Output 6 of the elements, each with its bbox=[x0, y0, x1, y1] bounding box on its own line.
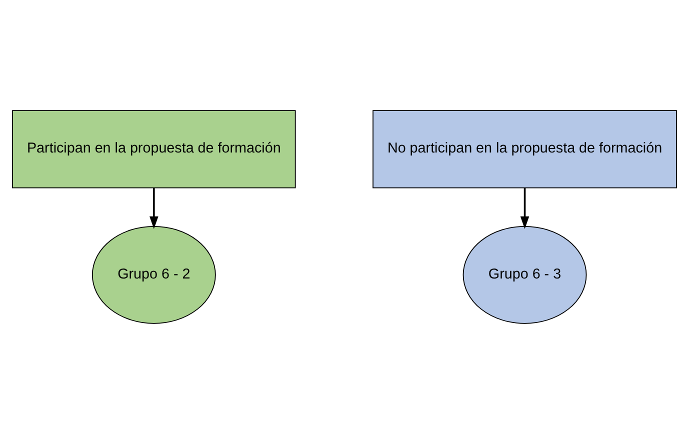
node-box: Participan en la propuesta de formación bbox=[12, 110, 296, 188]
arrow bbox=[520, 188, 530, 230]
node-ellipse: Grupo 6 - 3 bbox=[462, 226, 587, 324]
node-ellipse: Grupo 6 - 2 bbox=[92, 226, 216, 324]
node-box: No participan en la propuesta de formación bbox=[372, 110, 677, 188]
arrow bbox=[150, 188, 158, 230]
